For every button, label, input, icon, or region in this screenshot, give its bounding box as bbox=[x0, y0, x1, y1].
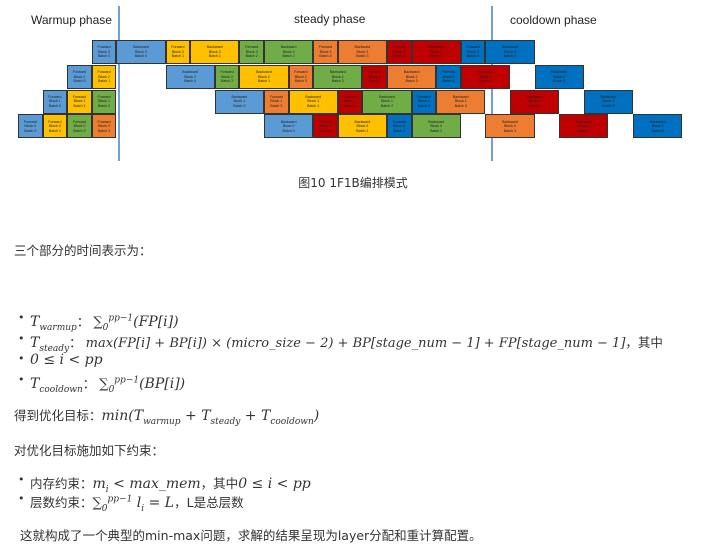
t-steady-range: 0 ≤ i < pp bbox=[18, 352, 103, 368]
warmup-phase-label: Warmup phase bbox=[31, 13, 112, 27]
steady-phase-label: steady phase bbox=[294, 12, 366, 26]
cooldown-phase-label: cooldown phase bbox=[510, 13, 597, 27]
figure-caption: 图10 1F1B编排模式 bbox=[298, 176, 408, 190]
intro-text: 三个部分的时间表示为： bbox=[14, 243, 152, 258]
t-cooldown-item: Tcooldown： ∑0pp−1(BP[i]) bbox=[18, 373, 185, 395]
pipeline-schedule-diagram: Warmup phase steady phase cooldown phase… bbox=[0, 0, 706, 165]
t-steady-item: Tsteady： max(FP[i] + BP[i]) × (micro_siz… bbox=[18, 332, 663, 354]
objective: 得到优化目标：min(Twarmup + Tsteady + Tcooldown… bbox=[14, 408, 320, 427]
constraint-intro: 对优化目标施加如下约束： bbox=[14, 443, 165, 458]
layer-constraint: 层数约束：∑0pp−1 li = L，L是总层数 bbox=[18, 492, 244, 514]
memory-constraint: 内存约束：mi < max_mem，其中0 ≤ i < pp bbox=[18, 473, 311, 495]
t-warmup-item: Twarmup： ∑0pp−1(FP[i]) bbox=[18, 311, 179, 333]
warmup-divider bbox=[118, 6, 120, 161]
conclusion: 这就构成了一个典型的min-max问题，求解的结果呈现为layer分配和重计算配… bbox=[20, 528, 482, 543]
